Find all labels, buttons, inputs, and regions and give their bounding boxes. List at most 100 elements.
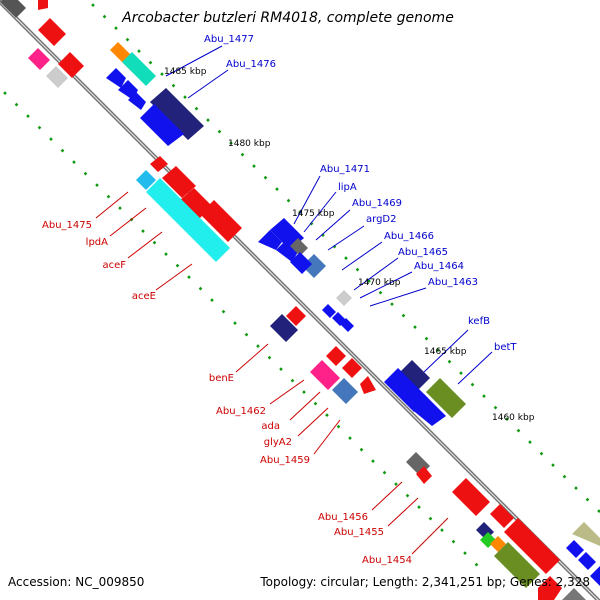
gene-label[interactable]: lipA <box>338 182 357 193</box>
scale-tick <box>428 516 433 521</box>
scale-tick <box>436 348 440 352</box>
gene-aceF[interactable] <box>146 178 230 262</box>
gene-arrow[interactable] <box>566 540 584 558</box>
scale-tick <box>459 371 463 375</box>
gene-olive[interactable] <box>494 542 540 588</box>
gene-label[interactable]: argD2 <box>366 214 396 225</box>
gene-arrow[interactable] <box>258 230 282 250</box>
gene-label[interactable]: Abu_1477 <box>204 34 254 45</box>
gene-red-arrow[interactable] <box>286 306 306 326</box>
gene-label[interactable]: Abu_1465 <box>398 247 448 258</box>
scale-tick <box>302 390 306 394</box>
gene-label[interactable]: Abu_1469 <box>352 198 402 209</box>
gene-label[interactable]: benE <box>209 373 234 384</box>
gene-lpdA[interactable] <box>162 166 196 198</box>
gene-betT-blue[interactable] <box>410 394 446 426</box>
gene-red-arrow[interactable] <box>360 376 376 394</box>
gene-benE[interactable] <box>270 314 298 342</box>
gene-red[interactable] <box>38 18 66 46</box>
gene-label[interactable]: Abu_1471 <box>320 164 370 175</box>
gene-olive-right[interactable] <box>572 522 600 546</box>
scale-tick <box>344 256 348 260</box>
scale-tick <box>252 164 256 168</box>
gene-betT[interactable] <box>426 378 466 418</box>
callout-lines-lower <box>95 191 449 555</box>
scale-tick <box>371 459 375 463</box>
gene-arrow[interactable] <box>322 304 336 318</box>
gene-label[interactable]: kefB <box>468 316 490 327</box>
gene-long-blue[interactable] <box>140 104 184 146</box>
gene-label[interactable]: Abu_1456 <box>318 512 368 523</box>
gene-lightgray[interactable] <box>46 66 68 88</box>
scale-tick <box>390 302 394 306</box>
scale-tick <box>493 405 498 410</box>
scale-tick <box>355 267 360 272</box>
gene-label[interactable]: betT <box>494 342 517 353</box>
gene-label[interactable]: Abu_1455 <box>334 527 384 538</box>
scale-tick <box>275 187 279 191</box>
scale-tick <box>160 72 164 76</box>
gene-abu-1462[interactable] <box>310 360 340 390</box>
gene-red-left[interactable] <box>0 0 26 18</box>
gene-labels-upper: Abu_1477 Abu_1476 Abu_1471 lipA Abu_1469… <box>204 34 517 353</box>
scale-label: 1460 kbp <box>492 413 535 423</box>
scale-tick <box>290 378 295 383</box>
gene-gray-small[interactable] <box>290 238 308 256</box>
gene-label[interactable]: ada <box>261 421 280 432</box>
gene-red-arrow[interactable] <box>326 346 346 366</box>
scale-tick <box>240 152 245 157</box>
scale-tick <box>451 539 456 544</box>
gene-red-top[interactable] <box>38 0 48 10</box>
scale-tick <box>187 275 191 279</box>
gene-label[interactable]: Abu_1466 <box>384 231 434 242</box>
scale-tick <box>336 424 341 429</box>
scale-tick <box>463 551 467 555</box>
scale-tick <box>148 60 153 65</box>
gene-red-bottom[interactable] <box>538 576 562 600</box>
topology-text: Topology: circular; Length: 2,341,251 bp… <box>259 575 590 589</box>
scale-tick <box>286 198 291 203</box>
gene-red-arrow[interactable] <box>490 504 514 528</box>
gene-label[interactable]: Abu_1459 <box>260 455 310 466</box>
scale-label: 1485 kbp <box>164 67 207 77</box>
gene-label[interactable]: glyA2 <box>264 437 292 448</box>
gene-abu-1475-cyan[interactable] <box>136 170 156 190</box>
gene-lightgray[interactable] <box>336 290 352 306</box>
gene-label[interactable]: lpdA <box>86 237 108 248</box>
gene-abu-1477-teal[interactable] <box>122 52 156 86</box>
upper-scale-track <box>91 3 600 513</box>
scale-tick <box>217 129 222 134</box>
scale-tick <box>137 49 141 53</box>
gene-red-arrow[interactable] <box>58 52 84 78</box>
gene-label[interactable]: Abu_1462 <box>216 406 266 417</box>
gene-arrow[interactable] <box>590 566 600 586</box>
gene-red-arrow[interactable] <box>150 156 168 172</box>
gene-red-arrow[interactable] <box>342 358 362 378</box>
gene-label[interactable]: Abu_1463 <box>428 277 478 288</box>
gene-label[interactable]: Abu_1464 <box>414 261 464 272</box>
gene-abu-1455[interactable] <box>452 478 490 516</box>
gene-label[interactable]: aceE <box>132 291 156 302</box>
gene-red-long[interactable] <box>504 518 560 574</box>
gene-aceE[interactable] <box>200 200 242 242</box>
scale-tick <box>394 482 398 486</box>
gene-arrow[interactable] <box>340 318 354 332</box>
gene-label[interactable]: aceF <box>102 260 126 271</box>
gene-label[interactable]: Abu_1454 <box>362 555 412 566</box>
gene-kefB-navy[interactable] <box>400 360 430 390</box>
gene-blue[interactable] <box>290 252 312 274</box>
gene-ada[interactable] <box>332 378 358 404</box>
scale-tick <box>106 194 111 199</box>
gene-arrow[interactable] <box>106 68 126 88</box>
gene-gray-bottom[interactable] <box>562 588 586 600</box>
gene-label[interactable]: Abu_1476 <box>226 59 276 70</box>
gene-label[interactable]: Abu_1475 <box>42 220 92 231</box>
gene-arrow[interactable] <box>276 240 298 262</box>
gene-magenta[interactable] <box>28 48 50 70</box>
gene-abu-1476-block[interactable] <box>150 88 204 140</box>
gene-red-arrow[interactable] <box>416 466 432 484</box>
gene-arrow[interactable] <box>578 552 596 570</box>
scale-tick <box>413 325 417 329</box>
gene-arrow[interactable] <box>128 92 146 110</box>
